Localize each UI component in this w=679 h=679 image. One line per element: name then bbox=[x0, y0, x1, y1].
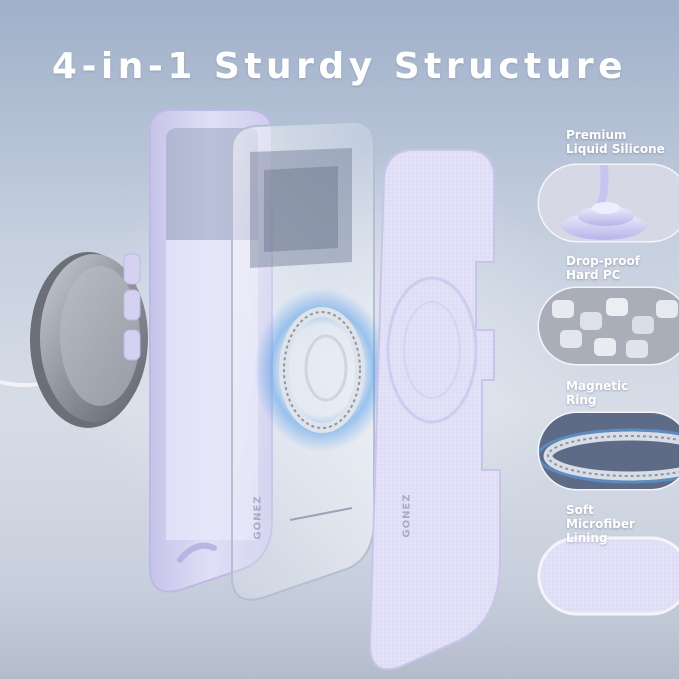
feature-label-microfiber: Soft Microfiber Lining bbox=[566, 503, 635, 545]
feature-label-liquid-silicone: Premium Liquid Silicone bbox=[566, 128, 665, 156]
feature-label-hard-pc: Drop-proof Hard PC bbox=[566, 254, 640, 282]
magsafe-charger bbox=[30, 252, 148, 428]
brand-mark-pc: GONEZ bbox=[252, 495, 264, 540]
feature-thumb-hard-pc bbox=[537, 286, 679, 366]
microfiber-lining-layer bbox=[368, 149, 501, 671]
feature-thumb-microfiber bbox=[537, 536, 679, 616]
feature-thumb-magnetic-ring bbox=[537, 411, 679, 491]
page-title: 4-in-1 Sturdy Structure bbox=[51, 46, 628, 87]
brand-mark-lining: GONEZ bbox=[401, 493, 413, 538]
feature-label-magnetic-ring: Magnetic Ring bbox=[566, 379, 629, 407]
feature-thumb-liquid-silicone bbox=[537, 163, 679, 243]
magnetic-ring bbox=[254, 288, 390, 452]
